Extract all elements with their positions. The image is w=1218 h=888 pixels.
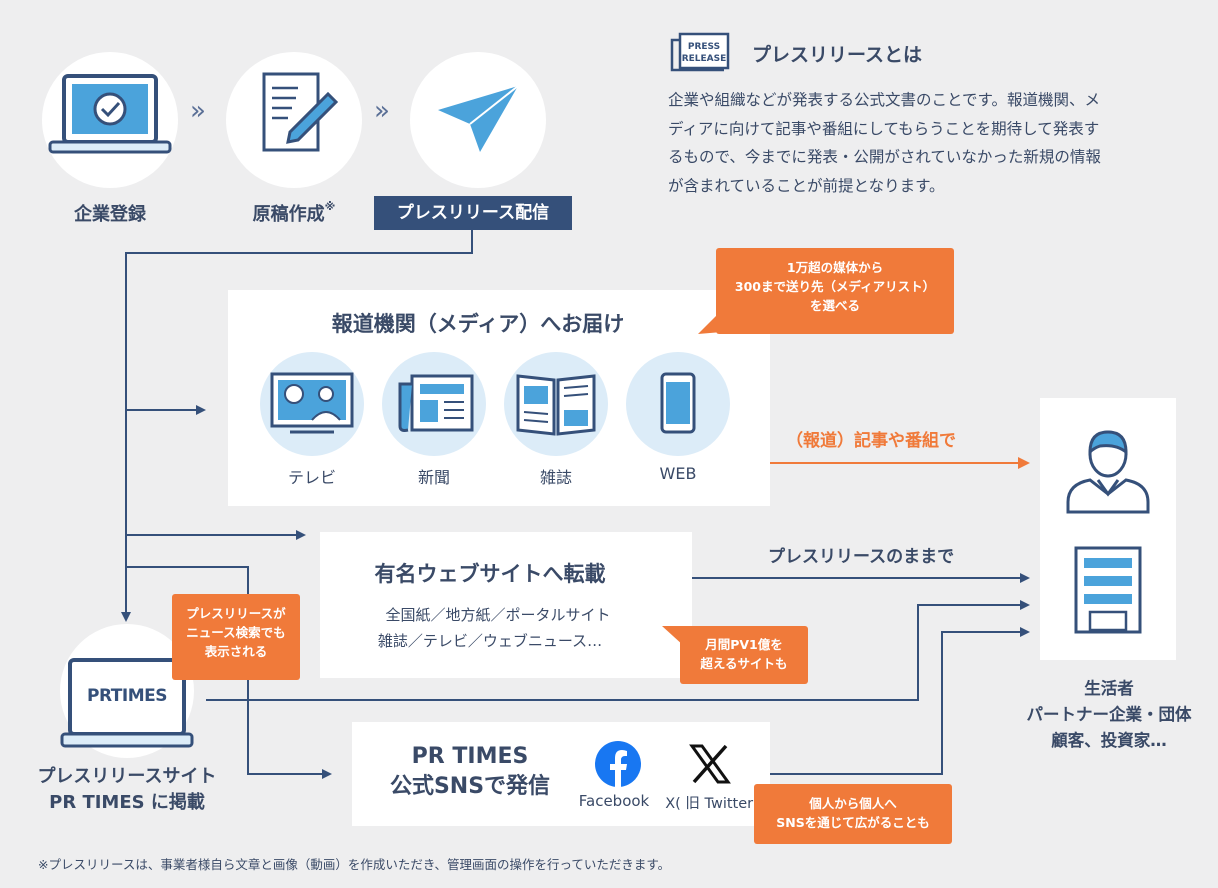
media-magazine-circle [504, 352, 608, 456]
media-tv-circle [260, 352, 364, 456]
web-box [320, 532, 692, 678]
step-register-label: 企業登録 [74, 204, 146, 225]
sns-title-line: 公式SNSで発信 [389, 774, 551, 799]
note-line: 月間PV1億を [705, 637, 783, 652]
prtimes-caption: プレスリリースサイト PR TIMES に掲載 [14, 764, 240, 816]
media-web-circle [626, 352, 730, 456]
sns-spread-note: 個人から個人へ SNSを通じて広がることも [754, 784, 952, 844]
media-box-title: 報道機関（メディア）へお届け [331, 312, 625, 336]
media-list-note: 1万超の媒体から 300まで送り先（メディアリスト） を選べる [716, 248, 954, 334]
about-line: 企業や組織などが発表する公式文書のことです。報道機関、メ [668, 91, 1100, 109]
building-icon [1074, 546, 1142, 634]
flow-label-media: （報道）記事や番組で [786, 431, 956, 451]
line-from-distribution [121, 230, 473, 622]
sns-title: PR TIMES 公式SNSで発信 [370, 742, 570, 802]
tv-icon [270, 372, 354, 434]
prtimes-search-note: プレスリリースが ニュース検索でも 表示される [172, 594, 300, 680]
about-line: るもので、今までに発表・公開がされていなかった新規の情報 [668, 148, 1101, 166]
note-line: 1万超の媒体から [786, 260, 884, 275]
step-distribute-circle [410, 52, 546, 188]
line-prtimes-to-audience [206, 600, 1030, 701]
web-box-title: 有名ウェブサイトへ転載 [374, 562, 606, 586]
note-line: を選べる [809, 298, 860, 313]
media-newspaper-circle [382, 352, 486, 456]
media-label-newspaper: 新聞 [417, 468, 450, 487]
step-draft-label: 原稿作成※ [222, 200, 366, 226]
chevron-icon: » [190, 96, 206, 126]
footnote: ※プレスリリースは、事業者様自ら文章と画像（動画）を作成いただき、管理画面の操作… [38, 857, 671, 872]
audience-item: 顧客、投資家… [1051, 731, 1167, 750]
caption-line: プレスリリースサイト [37, 766, 217, 787]
chevron-icon: » [374, 96, 390, 126]
about-title: プレスリリースとは [752, 44, 923, 66]
step-draft-text: 原稿作成 [252, 204, 325, 225]
document-pen-icon [262, 72, 339, 152]
about-body: 企業や組織などが発表する公式文書のことです。報道機関、メ ディアに向けて記事や番… [668, 86, 1188, 200]
about-line: が含まれていることが前提となります。 [668, 176, 945, 195]
web-box-line1: 全国紙／地方紙／ポータルサイト [385, 606, 611, 624]
facebook-label: Facebook [578, 792, 650, 810]
press-release-icon: PRESS RELEASE [670, 32, 730, 72]
tablet-icon [660, 372, 696, 434]
x-icon [689, 744, 731, 784]
note-line: 表示される [204, 644, 268, 659]
step-draft-circle [226, 52, 362, 188]
flow-label-direct: プレスリリースのままで [768, 547, 955, 567]
prtimes-circle [60, 624, 194, 758]
laptop-icon [60, 658, 194, 748]
laptop-check-icon [48, 74, 172, 154]
step-draft-mark: ※ [324, 200, 336, 213]
line-sns-to-audience [770, 627, 1030, 775]
note-pointer [662, 626, 684, 646]
note-line: ニュース検索でも [186, 625, 286, 640]
web-box-line2: 雑誌／テレビ／ウェブニュース… [377, 632, 603, 650]
media-label-magazine: 雑誌 [539, 468, 572, 487]
magazine-icon [516, 374, 596, 436]
media-label-web: WEB [659, 464, 697, 483]
note-pointer [698, 310, 722, 334]
media-label-tv: テレビ [287, 468, 336, 487]
press-icon-line1: PRESS [688, 42, 720, 52]
note-line: 300まで送り先（メディアリスト） [734, 279, 936, 294]
paper-plane-icon [438, 85, 519, 152]
person-icon [1066, 430, 1150, 514]
note-line: SNSを通じて広がることも [776, 815, 930, 830]
note-line: 個人から個人へ [809, 796, 897, 811]
sns-title-line: PR TIMES [411, 744, 529, 769]
note-line: 超えるサイトも [700, 656, 788, 671]
step-distribute-tag: プレスリリース配信 [374, 196, 572, 230]
audience-labels: 生活者 パートナー企業・団体 顧客、投資家… [1016, 676, 1202, 754]
facebook-icon [595, 741, 641, 788]
about-line: ディアに向けて記事や番組にしてもらうことを期待して発表す [668, 119, 1100, 138]
press-icon-line2: RELEASE [682, 54, 727, 64]
web-pv-note: 月間PV1億を 超えるサイトも [680, 626, 808, 684]
audience-item: 生活者 [1084, 679, 1134, 698]
step-register-circle [42, 52, 178, 188]
caption-line: PR TIMES に掲載 [49, 792, 205, 813]
x-label: X( 旧 Twitter) [665, 796, 759, 812]
note-line: プレスリリースが [186, 606, 286, 621]
prtimes-logo: PRTIMES [87, 686, 167, 706]
newspaper-icon [398, 374, 474, 432]
audience-item: パートナー企業・団体 [1026, 705, 1192, 724]
